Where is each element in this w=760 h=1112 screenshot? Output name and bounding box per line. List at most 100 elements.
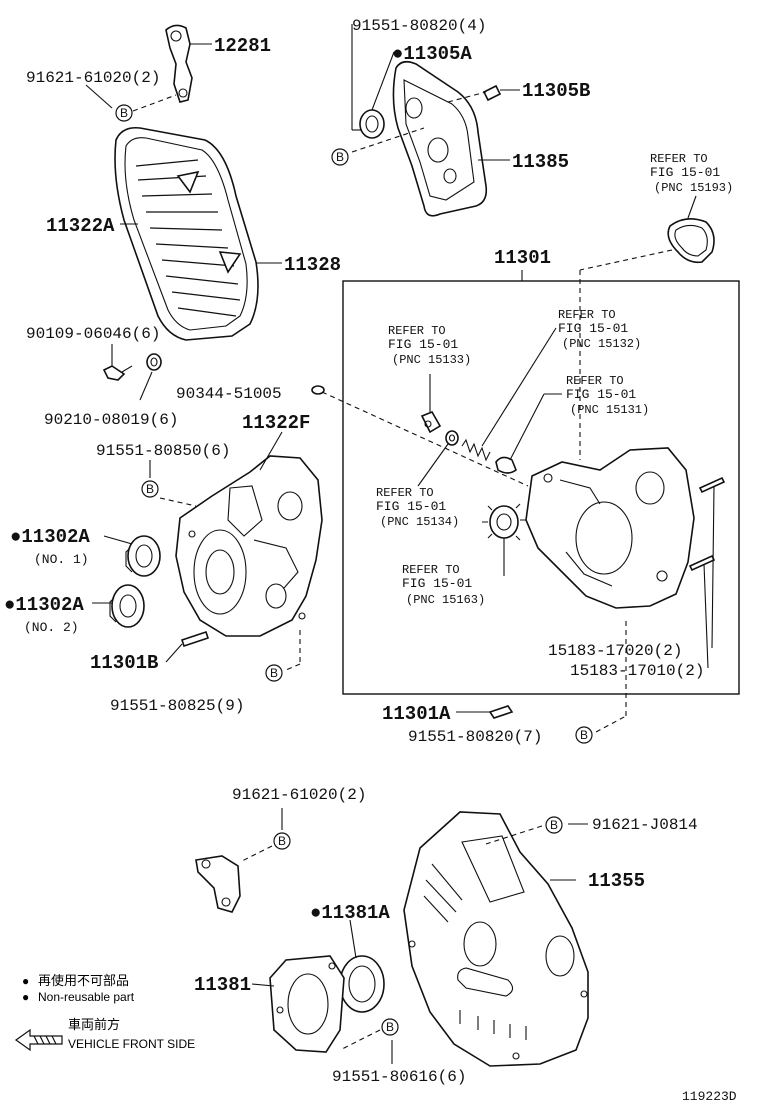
label-90210-08019: 90210-08019(6) (44, 411, 178, 429)
svg-text:FIG 15-01: FIG 15-01 (650, 165, 720, 180)
svg-text:FIG 15-01: FIG 15-01 (566, 387, 636, 402)
timing-cover-11322F-shape (175, 455, 323, 637)
label-11355: 11355 (588, 870, 645, 892)
svg-text:B: B (270, 666, 278, 680)
label-91621-J0814: 91621-J0814 (592, 816, 698, 834)
label-11328: 11328 (284, 254, 341, 276)
plug-15133-shape (420, 410, 442, 434)
label-11301A: 11301A (382, 703, 451, 725)
pin-11301A-shape (488, 705, 514, 719)
stud-15183-17020-shape (698, 476, 726, 494)
front-arrow-icon (14, 1028, 63, 1052)
refer-15193: REFER TO FIG 15-01 (PNC 15193) (650, 152, 733, 195)
refer-15131: REFER TO FIG 15-01 (PNC 15131) (566, 374, 649, 417)
svg-text:(PNC 15134): (PNC 15134) (380, 515, 459, 529)
svg-text:REFER TO: REFER TO (388, 324, 446, 338)
svg-text:FIG 15-01: FIG 15-01 (402, 576, 472, 591)
svg-text:B: B (146, 482, 154, 496)
oil-seal-11302A-no1-shape (125, 535, 161, 577)
stud-15183-17010-shape (688, 554, 716, 572)
label-15183-17010: 15183-17010(2) (570, 662, 704, 680)
label-11301: 11301 (494, 247, 551, 269)
spring-15132-shape (461, 438, 491, 462)
label-11305A: ●11305A (392, 43, 472, 65)
svg-text:(PNC 15163): (PNC 15163) (406, 593, 485, 607)
svg-text:●: ● (22, 974, 29, 988)
svg-text:REFER TO: REFER TO (376, 486, 434, 500)
legend: ● 再使用不可部品 ● Non-reusable part 車両前方 VEHIC… (14, 973, 195, 1052)
oil-seal-11381A-shape (339, 955, 385, 1013)
refer-15163: REFER TO FIG 15-01 (PNC 15163) (402, 563, 485, 607)
marker-b-6: B (273, 832, 291, 850)
svg-text:B: B (580, 728, 588, 742)
label-90109-06046: 90109-06046(6) (26, 325, 160, 343)
marker-b-3: B (141, 480, 159, 498)
svg-text:VEHICLE FRONT SIDE: VEHICLE FRONT SIDE (68, 1037, 195, 1051)
pin-11305B-shape (482, 84, 502, 102)
marker-b-2: B (331, 148, 349, 166)
label-11381A: ●11381A (310, 902, 390, 924)
marker-b-8: B (381, 1018, 399, 1036)
label-11302A-no2-sub: (NO. 2) (24, 620, 79, 635)
svg-text:FIG 15-01: FIG 15-01 (376, 499, 446, 514)
retainer-11381-shape (269, 955, 345, 1053)
svg-text:再使用不可部品: 再使用不可部品 (38, 973, 129, 988)
svg-text:車両前方: 車両前方 (68, 1017, 120, 1032)
svg-text:(PNC 15133): (PNC 15133) (392, 353, 471, 367)
marker-b-5: B (575, 726, 593, 744)
label-11385: 11385 (512, 151, 569, 173)
svg-text:B: B (336, 150, 344, 164)
label-11302A-no2: ●11302A (4, 594, 84, 616)
ring-15134-shape (445, 430, 459, 446)
label-11302A-no1: ●11302A (10, 526, 90, 548)
stud-11301B-shape (180, 630, 210, 648)
pin-90344-shape (311, 385, 325, 395)
marker-b-7: B (545, 816, 563, 834)
drawing-id: 119223D (682, 1089, 737, 1104)
label-91621-61020-top: 91621-61020(2) (26, 69, 160, 87)
svg-text:B: B (386, 1020, 394, 1034)
label-11322A: 11322A (46, 215, 115, 237)
label-11302A-no1-sub: (NO. 1) (34, 552, 89, 567)
svg-text:FIG 15-01: FIG 15-01 (558, 321, 628, 336)
washer-90210-shape (146, 353, 162, 371)
label-11381: 11381 (194, 974, 251, 996)
label-91551-80820-7: 91551-80820(7) (408, 728, 542, 746)
bolt-90109-shape (102, 365, 133, 381)
refer-15132: REFER TO FIG 15-01 (PNC 15132) (558, 308, 641, 351)
svg-text:B: B (120, 106, 128, 120)
svg-text:(PNC 15193): (PNC 15193) (654, 181, 733, 195)
timing-cover-11328-shape (114, 126, 259, 341)
label-91551-80850: 91551-80850(6) (96, 442, 230, 460)
assembly-11301-box (342, 280, 740, 695)
svg-text:REFER TO: REFER TO (650, 152, 708, 166)
label-11322F: 11322F (242, 412, 310, 434)
svg-text:REFER TO: REFER TO (402, 563, 460, 577)
svg-text:REFER TO: REFER TO (566, 374, 624, 388)
label-91551-80616: 91551-80616(6) (332, 1068, 466, 1086)
svg-text:(PNC 15132): (PNC 15132) (562, 337, 641, 351)
label-11301B: 11301B (90, 652, 158, 674)
plate-11385-shape (392, 60, 488, 217)
rear-plate-11355-shape (403, 811, 589, 1067)
label-90344-51005: 90344-51005 (176, 385, 282, 403)
svg-text:(PNC 15131): (PNC 15131) (570, 403, 649, 417)
svg-text:FIG 15-01: FIG 15-01 (388, 337, 458, 352)
oil-pump-body-11301-shape (525, 447, 695, 609)
refer-15133: REFER TO FIG 15-01 (PNC 15133) (388, 324, 471, 367)
label-15183-17020: 15183-17020(2) (548, 642, 682, 660)
valve-15131-shape (495, 456, 517, 474)
label-91551-80825: 91551-80825(9) (110, 697, 244, 715)
svg-text:B: B (278, 834, 286, 848)
bracket-bottom-shape (195, 855, 241, 913)
label-91551-80820-4: 91551-80820(4) (352, 17, 486, 35)
oil-seal-11302A-no2-shape (109, 584, 145, 628)
svg-text:REFER TO: REFER TO (558, 308, 616, 322)
gear-15163-shape (482, 503, 526, 541)
label-91621-61020-bottom: 91621-61020(2) (232, 786, 366, 804)
label-12281: 12281 (214, 35, 271, 57)
svg-text:B: B (550, 818, 558, 832)
marker-b-4: B (265, 664, 283, 682)
svg-text:Non-reusable part: Non-reusable part (38, 990, 135, 1004)
